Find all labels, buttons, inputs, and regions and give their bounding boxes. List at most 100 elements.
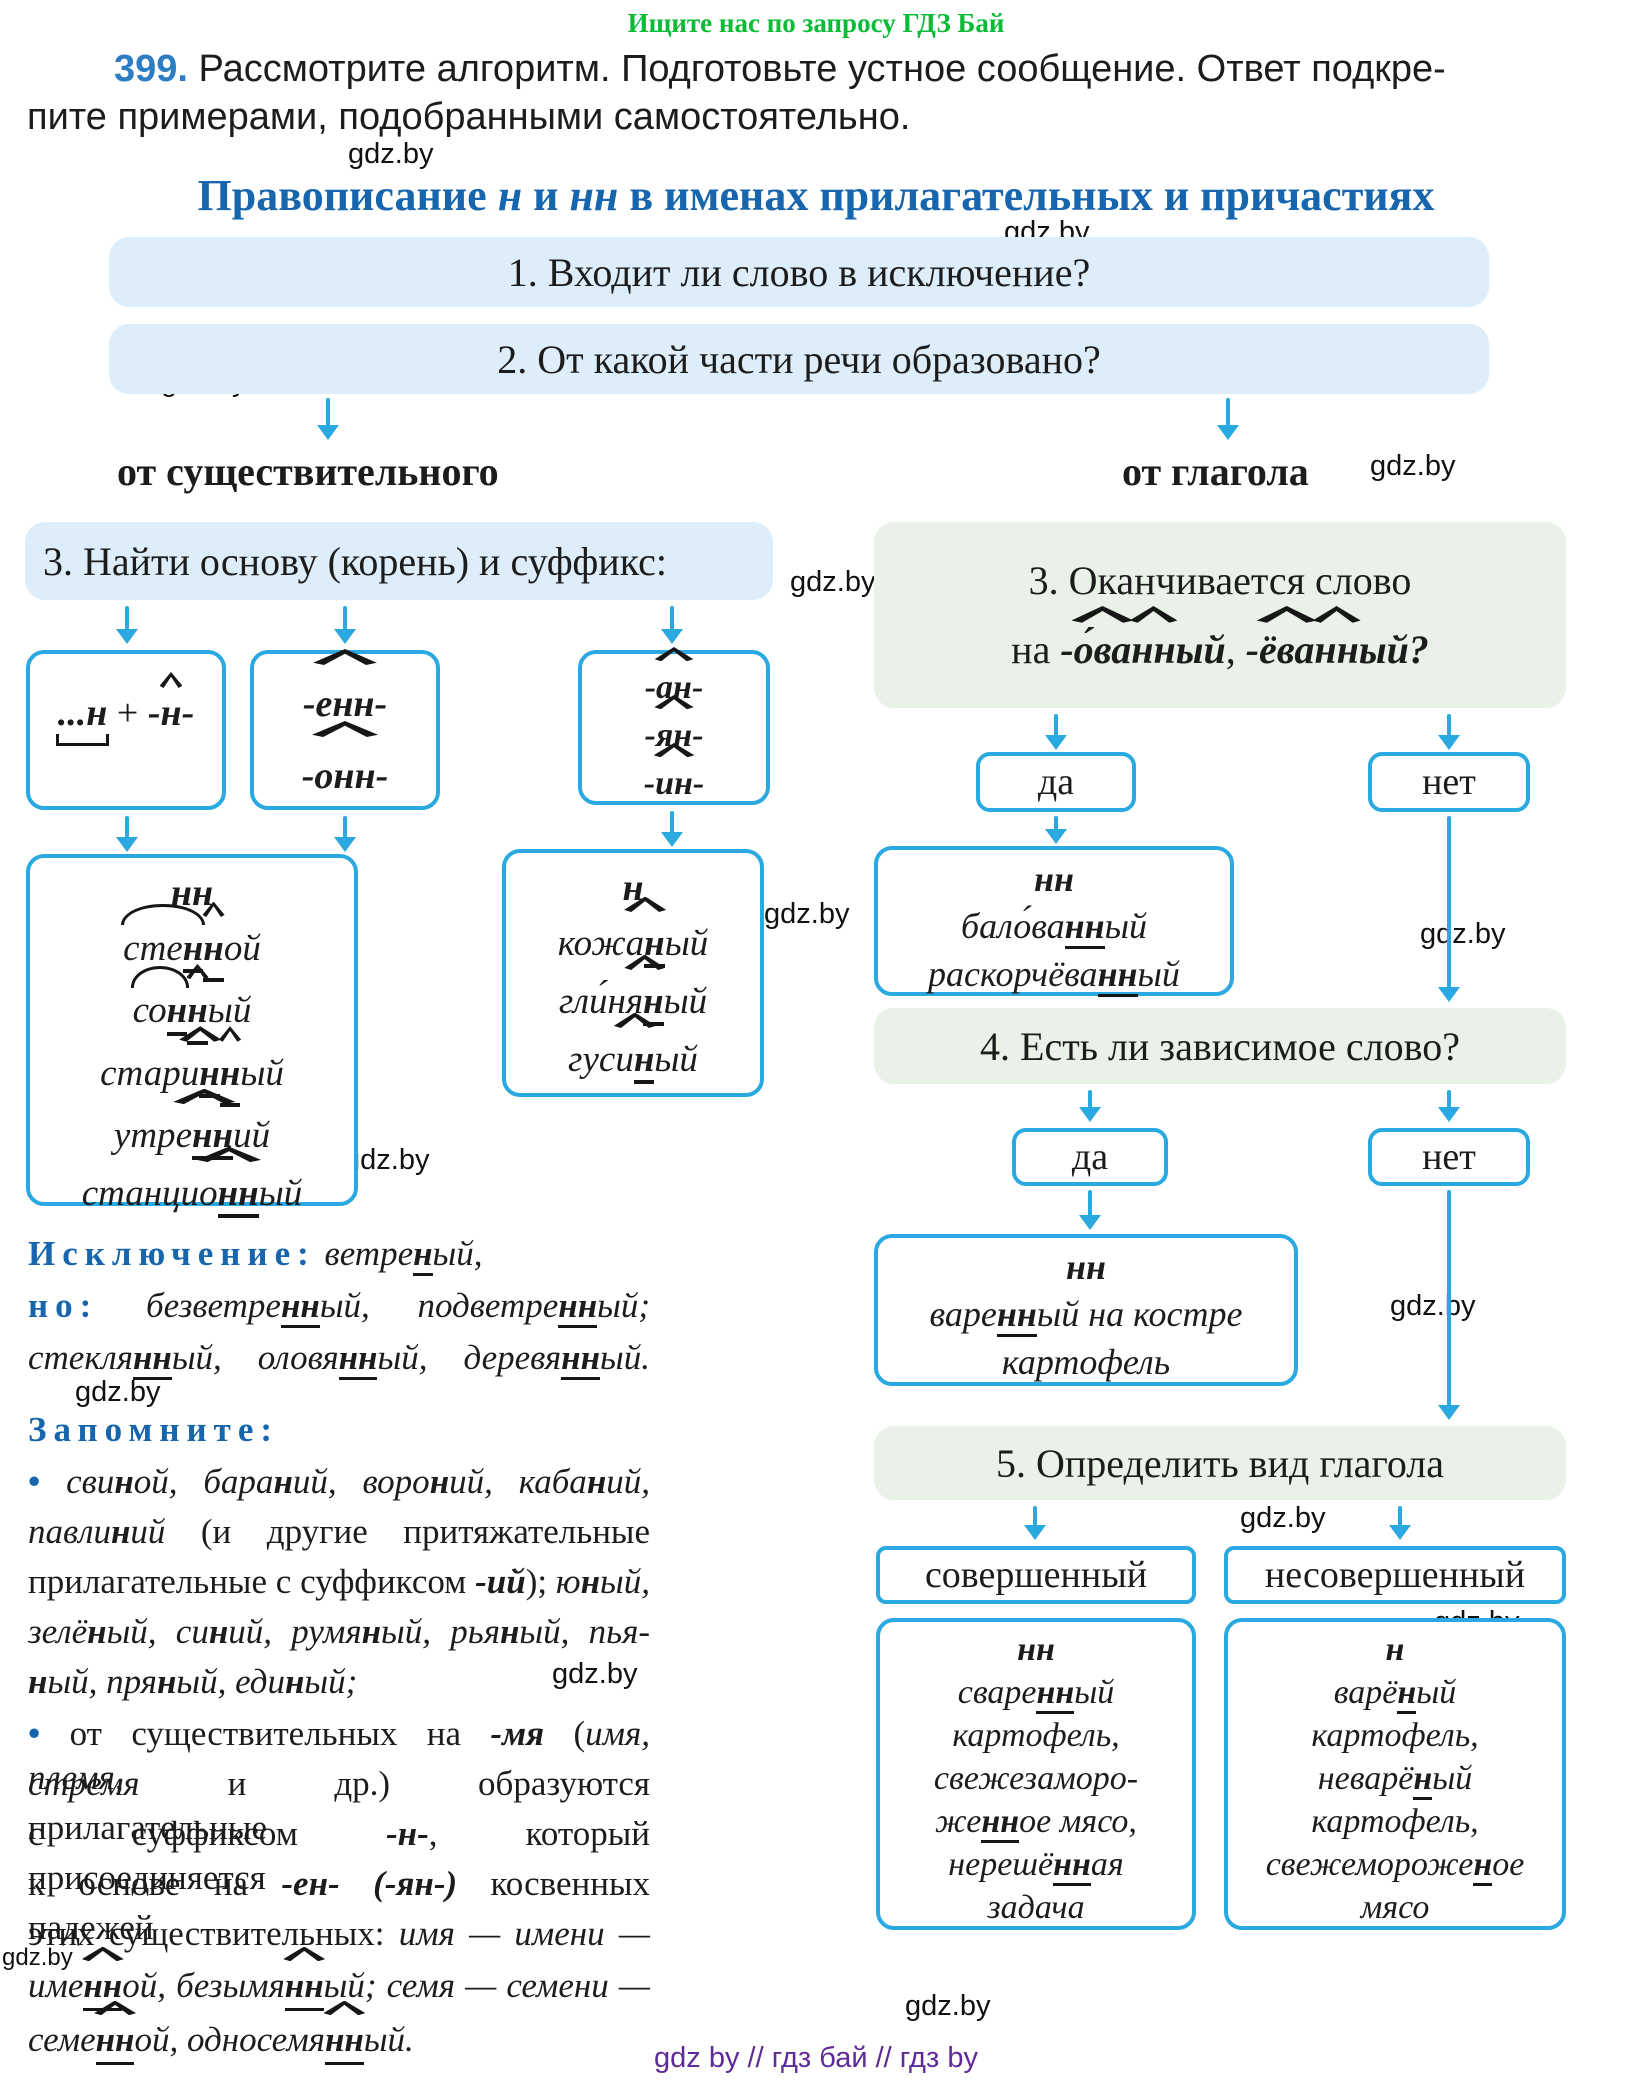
gdz-watermark: gdz.by — [552, 1658, 638, 1690]
example-word: картофель, — [1311, 1717, 1479, 1754]
example-word: мясо — [1360, 1889, 1430, 1926]
suffix-onn: -онн- — [254, 740, 436, 812]
gdz-watermark: gdz.by — [344, 1144, 430, 1176]
remember-note-line: зелёный, синий, румяный, рьяный, пья- — [28, 1612, 651, 1651]
remember-note-line: именной, безымянный; семя — семени — — [28, 1964, 650, 2012]
example-word: свежемороженое — [1228, 1843, 1562, 1887]
n-heading: н — [622, 867, 644, 909]
dependent-word-result-box: нн варенный на костре картофель — [874, 1234, 1298, 1386]
flow-arrow — [125, 606, 129, 630]
gdz-watermark: gdz.by — [2, 1944, 73, 1971]
gdz-watermark: gdz.by — [1370, 450, 1456, 482]
suffix-box-an-yan-in: -ан- -ян- -ин- — [578, 650, 770, 805]
example-word: сонный — [30, 966, 354, 1045]
question-4-banner: 4. Есть ли зависимое слово? — [874, 1008, 1566, 1084]
suffix-box-n-plus-n: ...н + -н- — [26, 650, 226, 810]
example-word: варёный — [1228, 1671, 1562, 1715]
example-word: неварёный — [1228, 1757, 1562, 1801]
perfective-label-box: совершенный — [876, 1546, 1196, 1604]
example-word: стенной — [30, 903, 354, 983]
example-word: женное мясо, — [880, 1800, 1192, 1844]
flow-arrow — [1033, 1506, 1037, 1526]
question-1-banner: 1. Входит ли слово в исключение? — [109, 237, 1489, 307]
gdz-watermark: gdz.by — [348, 138, 434, 170]
flow-arrow — [670, 606, 674, 630]
imperfective-label-box: несовершенный — [1224, 1546, 1566, 1604]
flow-arrow — [1054, 816, 1058, 830]
exercise-number: 399. — [114, 48, 188, 90]
imperfective-result-box: н варёный картофель, неварёный картофель… — [1224, 1618, 1566, 1930]
perfective-result-box: нн сваренный картофель, свежезаморо- жен… — [876, 1618, 1196, 1930]
question-5-banner: 5. Определить вид глагола — [874, 1426, 1566, 1500]
flow-arrow — [343, 606, 347, 630]
question-3-verb-line1: 3. Оканчивается слово — [1028, 558, 1412, 603]
flow-arrow — [1447, 714, 1451, 736]
example-word: свежезаморо- — [933, 1760, 1139, 1797]
promo-header: Ищите нас по запросу ГДЗ Бай — [627, 8, 1005, 38]
example-word: раскорчёванный — [878, 950, 1230, 998]
question-3-verb-banner: 3. Оканчивается слово на -о́ванный, -ёва… — [874, 522, 1566, 708]
nn-heading: нн — [1017, 1631, 1055, 1668]
flow-arrow — [1054, 714, 1058, 736]
exception-note-line: но: безветренный, подветренный; — [28, 1284, 650, 1329]
n-heading: н — [1385, 1631, 1405, 1668]
remember-note-line: • от существительных на -мя (имя, племя, — [28, 1714, 650, 1797]
gdz-watermark: gdz.by — [764, 898, 850, 930]
remember-note-line: этих существительных: имя — имени — — [28, 1914, 650, 1953]
exception-note-line: Исключение: ветреный, — [28, 1232, 650, 1277]
gdz-watermark: gdz.by — [75, 1376, 161, 1408]
flow-arrow — [326, 398, 330, 426]
suffix-enn: -енн- — [254, 668, 436, 740]
question-2-banner: 2. От какой части речи образовано? — [109, 324, 1489, 394]
remember-note-line: павлиний (и другие притяжательные — [28, 1512, 650, 1551]
nn-examples-box: нн стенной сонный старинный утренний ста… — [26, 854, 358, 1219]
suffix-an: -ан- — [582, 664, 766, 712]
flow-arrow — [1447, 1090, 1451, 1108]
remember-heading: Запомните: — [28, 1410, 280, 1449]
flow-arrow — [1226, 398, 1230, 426]
task-text-1: Рассмотрите алгоритм. Подготовьте устное… — [187, 48, 1446, 90]
example-word: утренний — [30, 1107, 354, 1165]
flow-arrow — [125, 816, 129, 838]
gdz-watermark: gdz.by — [905, 1990, 991, 2022]
suffix-in: -ин- — [582, 760, 766, 808]
flow-arrow — [1088, 1190, 1092, 1216]
example-phrase: картофель — [1001, 1342, 1171, 1382]
gdz-watermark: gdz.by — [790, 566, 876, 598]
nn-heading: нн — [1034, 859, 1074, 899]
flow-arrow — [670, 811, 674, 833]
example-word: картофель, — [952, 1717, 1120, 1754]
exception-note-line: стеклянный, оловянный, деревянный. — [28, 1336, 650, 1381]
remember-note-line: ный, пряный, единый; — [28, 1662, 358, 1701]
flow-arrow — [1447, 816, 1451, 988]
yes-box-q3: да — [976, 752, 1136, 812]
example-word: гли́няный — [506, 973, 760, 1031]
task-line-2: пите примерами, подобранными самостоятел… — [27, 96, 911, 138]
example-word: кожаный — [506, 915, 760, 973]
no-box-q3: нет — [1368, 752, 1530, 812]
example-word: бало́ванный — [878, 902, 1230, 950]
question-3-verb-line2: на -о́ванный, -ёванный? — [1011, 627, 1429, 672]
example-word: картофель, — [1311, 1803, 1479, 1840]
gdz-watermark: gdz.by — [1240, 1502, 1326, 1534]
example-word: станционный — [30, 1165, 354, 1223]
flow-arrow — [343, 816, 347, 838]
n-examples-box: н кожаный гли́няный гусиный — [502, 849, 764, 1097]
branch-from-noun-label: от существительного — [117, 449, 499, 494]
yes-box-q4: да — [1012, 1128, 1168, 1186]
flow-arrow — [1088, 1090, 1092, 1108]
remember-note-line: к основе на -ен- (-ян-) косвенных падеже… — [28, 1864, 651, 1947]
no-box-q4: нет — [1368, 1128, 1530, 1186]
gdz-watermark: gdz.by — [1390, 1290, 1476, 1322]
example-phrase: варенный на костре — [878, 1290, 1294, 1338]
task-line-1: 399. Рассмотрите алгоритм. Подготовьте у… — [114, 48, 1446, 91]
remember-note-line: прилагательные с суффиксом -ий); юный, — [28, 1562, 650, 1601]
question-3-noun-banner: 3. Найти основу (корень) и суффикс: — [25, 522, 773, 600]
example-word: гусиный — [506, 1031, 760, 1089]
example-word: старинный — [30, 1045, 354, 1108]
footer-links: gdz by // гдз бай // гдз by — [654, 2042, 978, 2074]
example-word: задача — [987, 1889, 1085, 1926]
suffix-formula: ...н + -н- — [55, 692, 195, 747]
suffix-yan: -ян- — [582, 712, 766, 760]
remember-note-line: с суффиксом -н-, который присоединяется — [28, 1814, 650, 1897]
